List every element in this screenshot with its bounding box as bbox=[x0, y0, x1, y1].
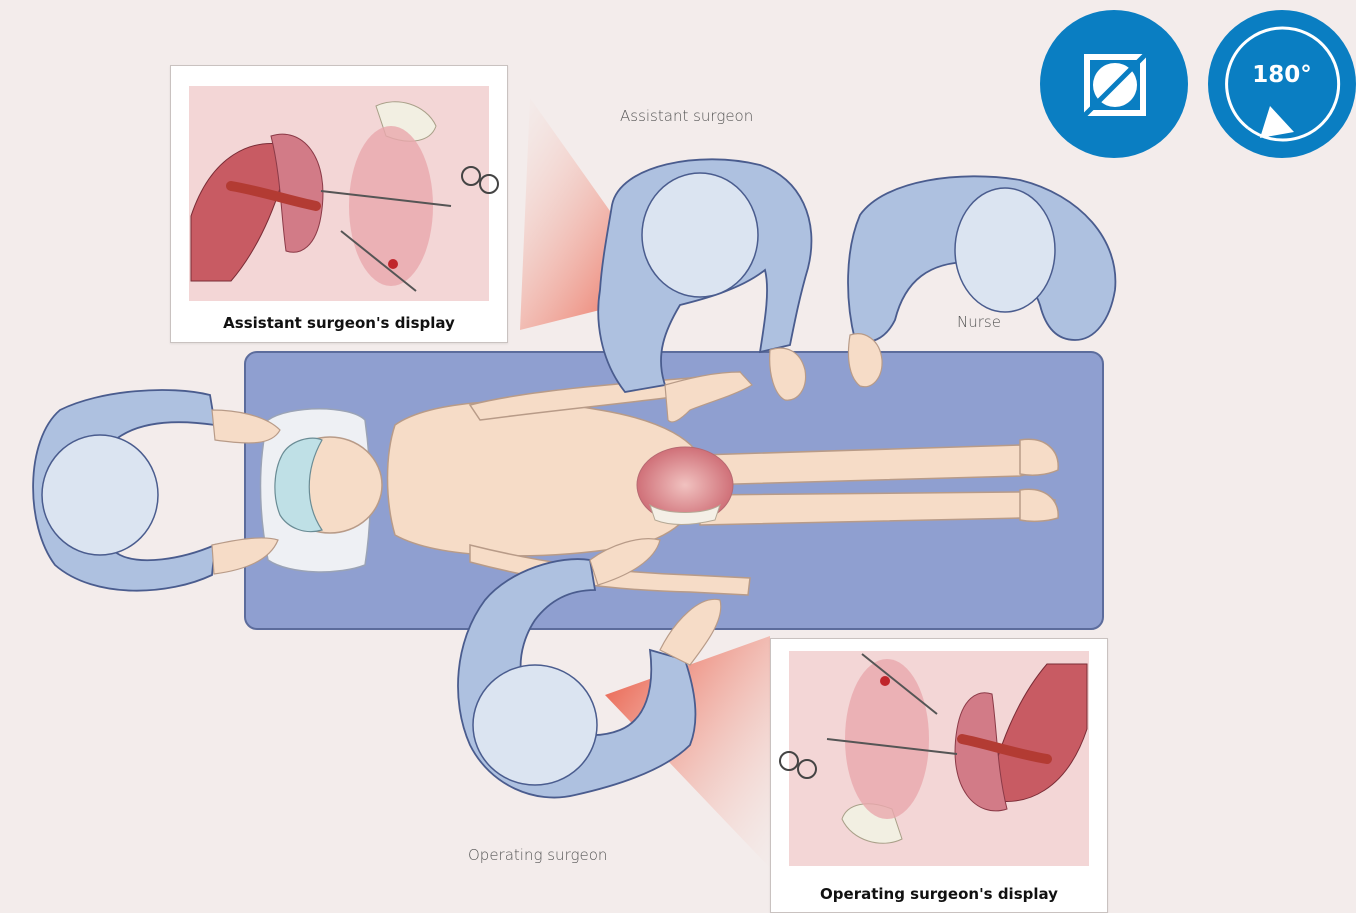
mirror-flip-icon bbox=[1040, 10, 1188, 158]
operating-display-caption: Operating surgeon's display bbox=[771, 885, 1107, 903]
operating-display-illustration bbox=[771, 639, 1107, 877]
nurse-label: Nurse bbox=[957, 313, 1001, 331]
anesthesiologist-figure bbox=[33, 390, 280, 591]
rotate-180-label: 180° bbox=[1208, 62, 1356, 88]
assistant-display-caption: Assistant surgeon's display bbox=[171, 314, 507, 332]
operating-surgeon-label: Operating surgeon bbox=[468, 846, 607, 864]
rotate-180-icon: 180° bbox=[1208, 10, 1356, 158]
operating-display-card: Operating surgeon's display bbox=[770, 638, 1108, 913]
assistant-display-illustration bbox=[171, 66, 507, 306]
assistant-surgeon-figure bbox=[598, 159, 811, 422]
assistant-display-card: Assistant surgeon's display bbox=[170, 65, 508, 343]
assistant-surgeon-label: Assistant surgeon bbox=[620, 107, 753, 125]
